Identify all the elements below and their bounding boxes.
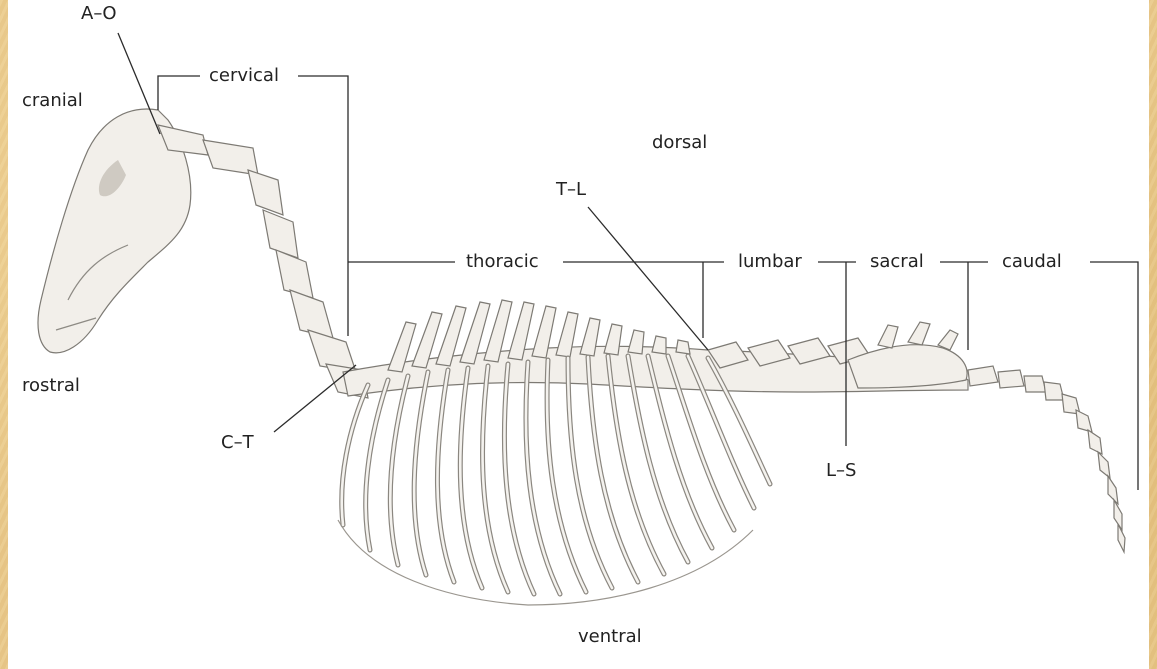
horse-skeleton-drawing: [8, 0, 1149, 669]
rib-cage: [338, 356, 770, 605]
leader-ct: [274, 365, 356, 432]
label-rostral: rostral: [22, 376, 80, 396]
label-caudal: caudal: [1002, 252, 1062, 272]
label-lumbosacral: L–S: [826, 461, 856, 481]
label-atlanto-occipital: A–O: [81, 4, 116, 24]
label-cranial: cranial: [22, 91, 83, 111]
sacrum: [848, 322, 967, 388]
label-dorsal: dorsal: [652, 133, 707, 153]
label-thoracic: thoracic: [466, 252, 539, 272]
caudal-vertebrae: [968, 366, 1125, 552]
leader-tl: [588, 207, 708, 350]
label-sacral: sacral: [870, 252, 924, 272]
diagram-plate: A–O cervical cranial dorsal T–L thoracic…: [8, 0, 1149, 669]
bracket-cervical: [158, 76, 200, 110]
label-thoracolumbar: T–L: [556, 180, 586, 200]
bracket-caudal: [1090, 262, 1138, 490]
label-cervicothoracic: C–T: [221, 433, 254, 453]
label-ventral: ventral: [578, 627, 642, 647]
label-lumbar: lumbar: [738, 252, 802, 272]
label-cervical: cervical: [209, 66, 279, 86]
cervical-vertebrae: [158, 125, 368, 398]
leader-lines: [118, 33, 1138, 490]
